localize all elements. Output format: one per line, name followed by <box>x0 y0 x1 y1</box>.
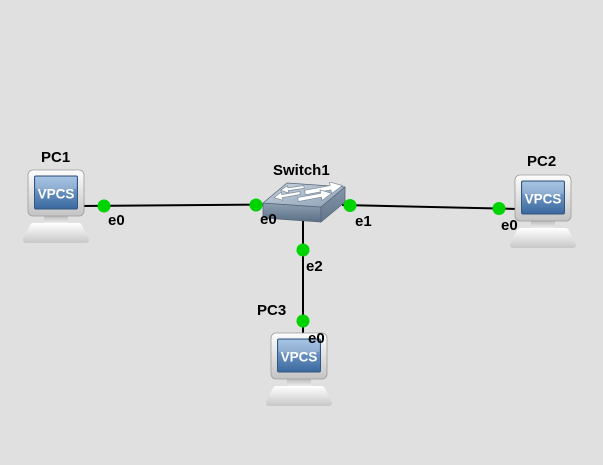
port-label-pc1-e0[interactable]: e0 <box>108 212 125 229</box>
port-label-switch1-e2[interactable]: e2 <box>306 258 323 275</box>
pc1-screen-label: VPCS <box>38 187 75 202</box>
port-label-pc3-e0[interactable]: e0 <box>308 330 325 347</box>
vpcs-pc-icon: VPCS <box>265 332 333 407</box>
vpcs-pc-icon: VPCS <box>509 174 577 249</box>
link-pc1-switch1[interactable] <box>79 203 271 207</box>
node-label-pc3[interactable]: PC3 <box>257 302 287 319</box>
node-pc3[interactable]: VPCS <box>261 331 337 407</box>
port-label-switch1-e0[interactable]: e0 <box>260 211 277 228</box>
port-label-switch1-e1[interactable]: e1 <box>355 213 372 230</box>
link-switch1-pc2[interactable] <box>341 204 519 210</box>
node-switch1[interactable] <box>261 179 349 224</box>
pc2-screen-label: VPCS <box>525 192 562 207</box>
node-label-pc1[interactable]: PC1 <box>41 149 71 166</box>
port-label-pc2-e0[interactable]: e0 <box>501 217 518 234</box>
ethernet-switch-icon <box>262 179 346 223</box>
vpcs-pc-icon: VPCS <box>22 169 90 244</box>
node-pc1[interactable]: VPCS <box>18 168 94 244</box>
node-pc2[interactable]: VPCS <box>505 173 581 249</box>
pc3-screen-label: VPCS <box>281 350 318 365</box>
node-label-switch1[interactable]: Switch1 <box>273 162 330 179</box>
node-label-pc2[interactable]: PC2 <box>527 153 557 170</box>
